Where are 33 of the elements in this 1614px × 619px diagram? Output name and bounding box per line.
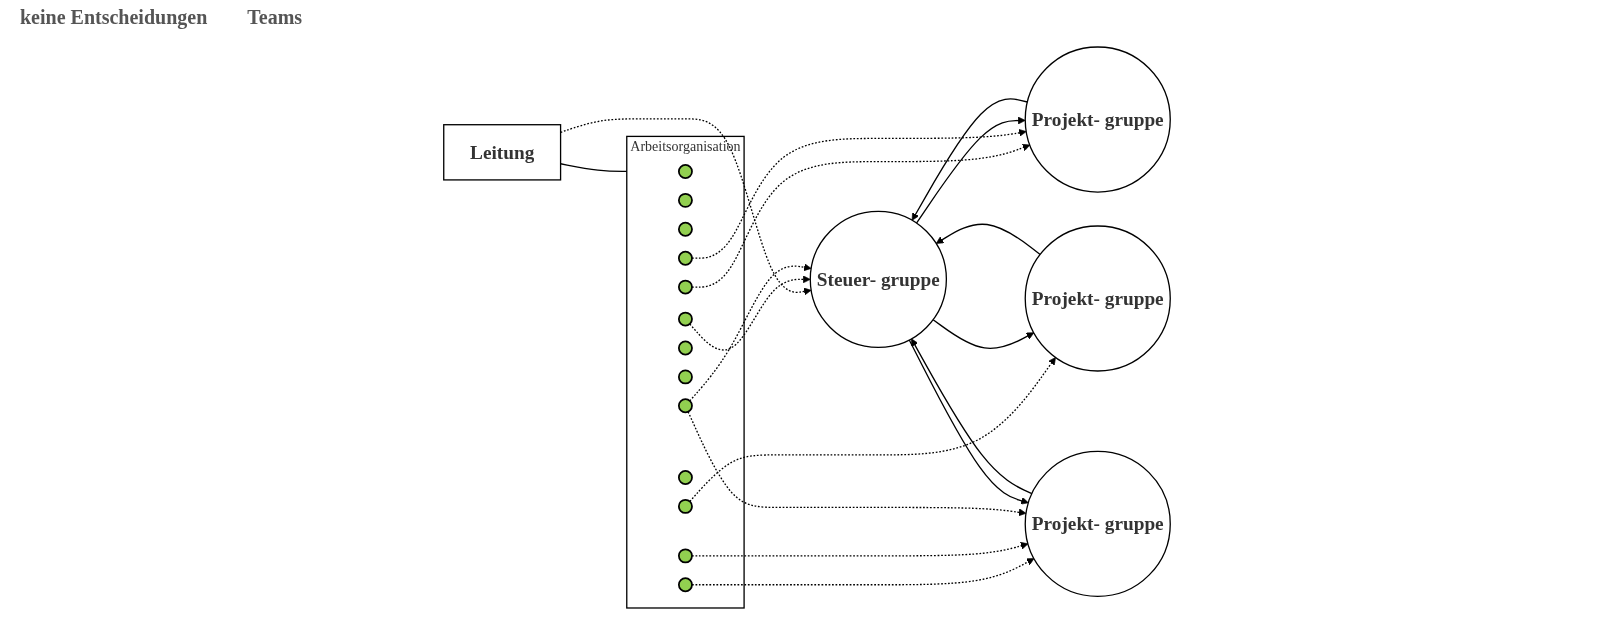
node-circle bbox=[678, 398, 693, 414]
node-circle bbox=[678, 279, 693, 295]
node-circle bbox=[678, 369, 693, 385]
node-circle bbox=[678, 470, 693, 485]
arrow bbox=[932, 319, 1035, 350]
node-circle bbox=[678, 221, 693, 237]
node-circle: Projekt- gruppe bbox=[1024, 450, 1171, 598]
node-circle: Projekt- gruppe bbox=[1024, 46, 1171, 193]
node-circle bbox=[678, 340, 693, 356]
cluster: Arbeitsorganisation bbox=[626, 135, 745, 609]
arrow bbox=[689, 263, 812, 402]
arrow bbox=[691, 542, 1029, 557]
node-circle bbox=[678, 311, 693, 327]
arrow bbox=[689, 275, 811, 351]
node-circle bbox=[678, 164, 693, 179]
arrow bbox=[691, 143, 1031, 288]
node-circle: Steuer- gruppe bbox=[809, 210, 948, 349]
arrow bbox=[689, 357, 1056, 503]
note-text: Teams bbox=[247, 6, 303, 29]
arrow bbox=[911, 98, 1029, 221]
arrow bbox=[691, 128, 1027, 259]
node-circle bbox=[678, 192, 693, 208]
note-text: keine Entscheidungen bbox=[20, 6, 208, 29]
node-box: Leitung bbox=[443, 124, 562, 181]
arrow bbox=[687, 411, 1027, 517]
node-circle bbox=[678, 548, 693, 564]
node-circle bbox=[678, 250, 693, 266]
node-circle: Projekt- gruppe bbox=[1024, 225, 1171, 372]
arrow bbox=[915, 116, 1026, 224]
arrow bbox=[935, 223, 1041, 256]
arrow bbox=[691, 558, 1035, 586]
node-circle bbox=[678, 498, 693, 514]
node-circle bbox=[678, 577, 693, 593]
